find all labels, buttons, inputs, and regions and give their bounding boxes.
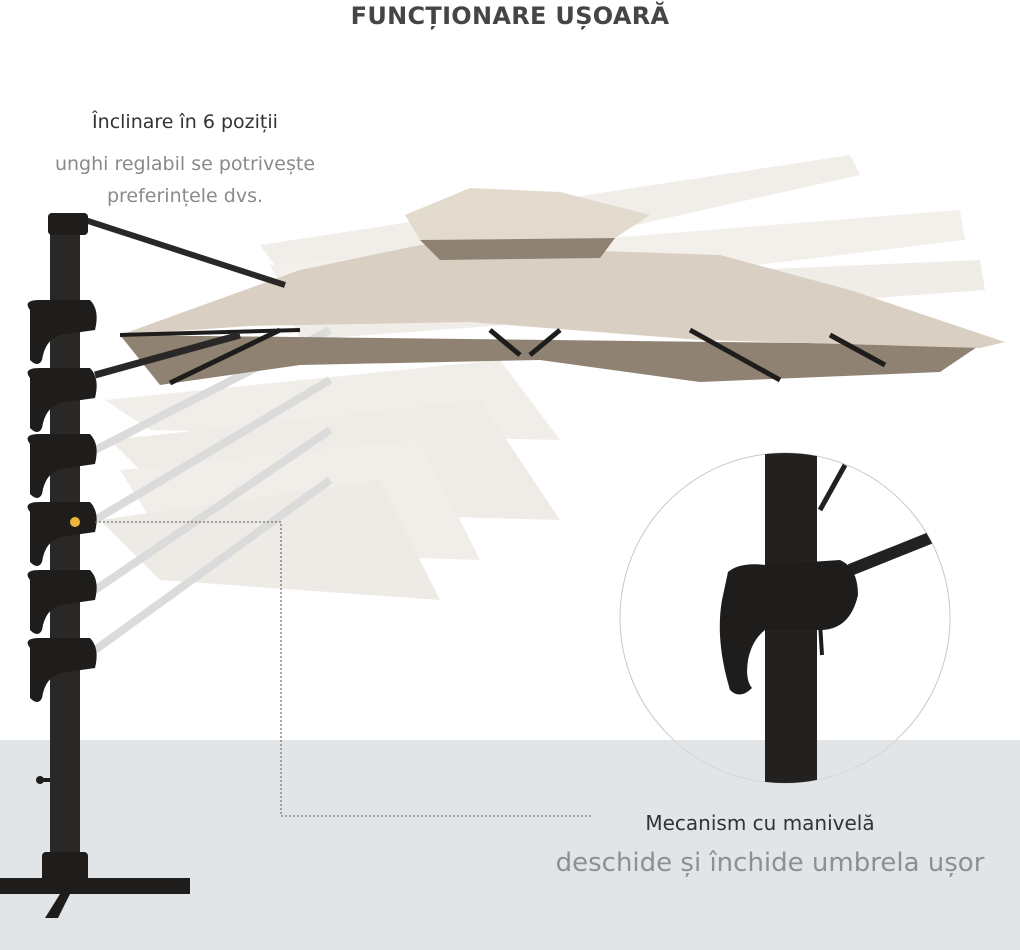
canopy-arm	[94, 331, 241, 379]
tilt-desc-line1: unghi reglabil se potrivește	[54, 153, 316, 175]
crank-feature-title: Mecanism cu manivelă	[645, 811, 875, 835]
main-canopy	[119, 188, 1005, 386]
callout-connector	[95, 521, 592, 817]
crank-detail-closeup	[619, 452, 951, 784]
tilt-feature-description: unghi reglabil se potrivește preferințel…	[40, 148, 330, 212]
support-arm	[84, 217, 286, 288]
tilt-feature-title: Înclinare în 6 poziții	[92, 111, 278, 133]
crank-feature-description: deschide și închide umbrela ușor	[555, 848, 985, 878]
highlight-dot	[70, 517, 80, 527]
pole	[0, 213, 190, 918]
tilt-desc-line2: preferințele dvs.	[106, 185, 264, 207]
page-title: FUNCȚIONARE UȘOARĂ	[350, 2, 670, 30]
floor-background	[0, 740, 1020, 950]
